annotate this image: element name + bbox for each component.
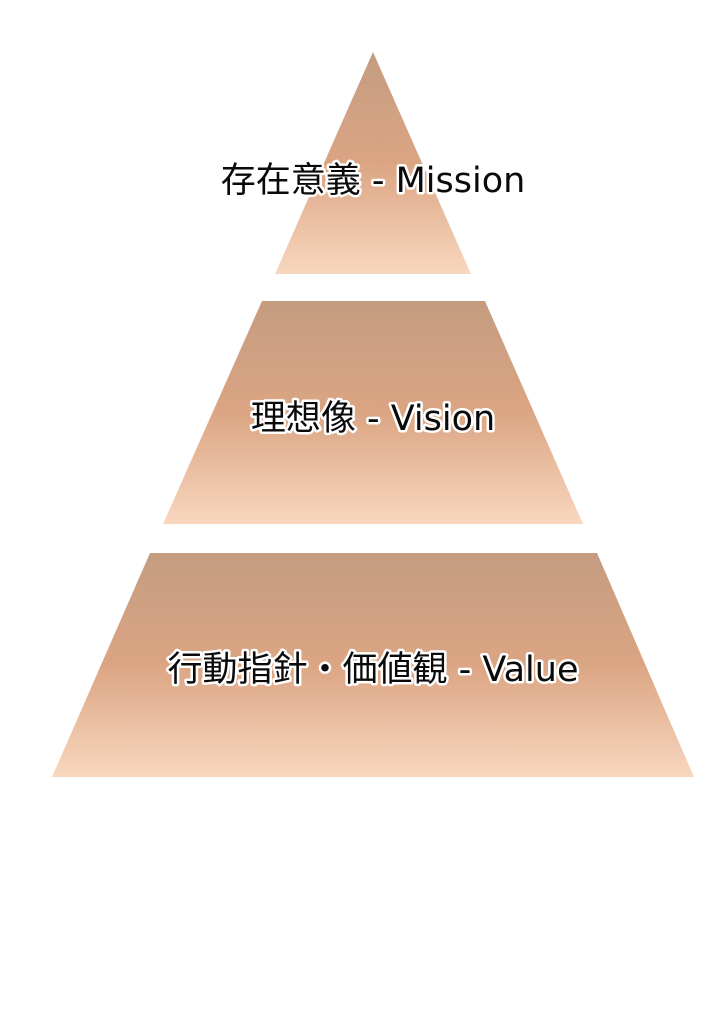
tier-vision-shape — [163, 301, 583, 524]
tier-vision: 理想像 - Vision — [163, 301, 583, 524]
tier-value: 行動指針・価値観 - Value — [52, 553, 694, 777]
tier-value-label: 行動指針・価値観 - Value — [168, 650, 579, 690]
tier-mission-label: 存在意義 - Mission — [221, 161, 526, 201]
tier-vision-label: 理想像 - Vision — [251, 399, 495, 439]
tier-mission: 存在意義 - Mission — [218, 52, 528, 274]
tier-value-shape — [52, 553, 694, 777]
tier-mission-shape — [275, 52, 471, 274]
